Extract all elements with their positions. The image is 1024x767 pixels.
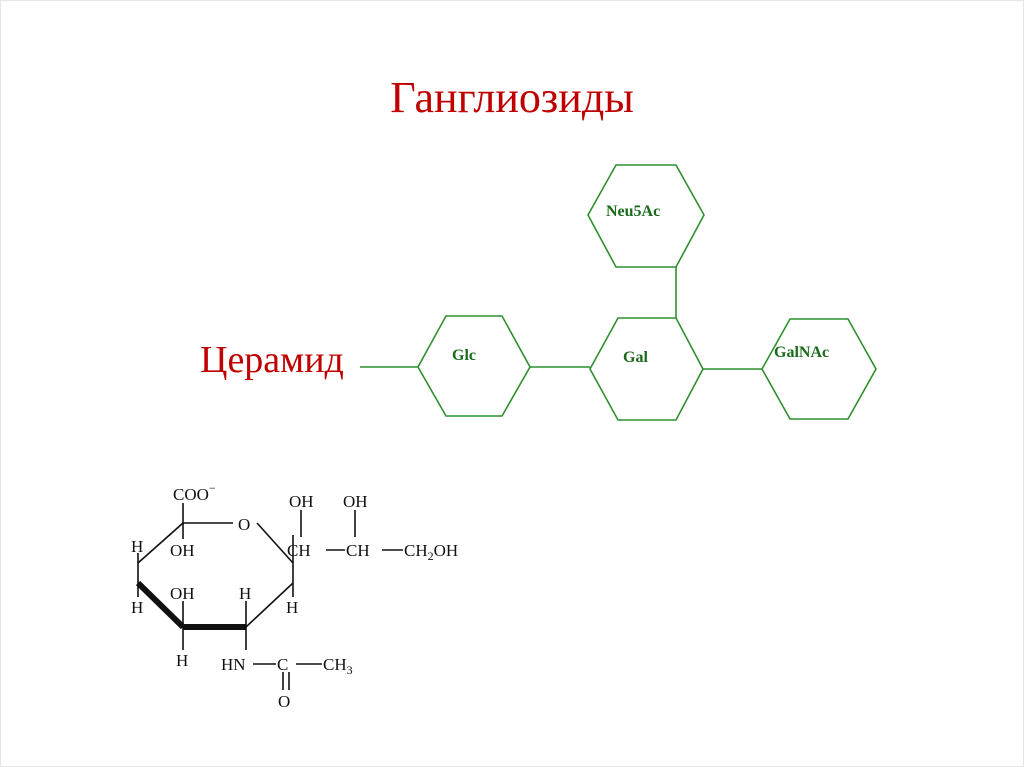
c2-hydroxyl: OH	[170, 541, 195, 560]
c4-hydroxyl: OH	[170, 584, 195, 603]
methyl-group: CH3	[323, 655, 353, 677]
ring-bond-c5-c4	[245, 582, 294, 628]
ring-oxygen: O	[238, 515, 250, 534]
ceramide-label: Церамид	[200, 339, 344, 381]
c3-hydrogen-bottom: H	[131, 598, 143, 617]
c7-ch: CH	[287, 541, 311, 560]
c5-hydrogen: H	[239, 584, 251, 603]
amide-nh: HN	[221, 655, 246, 674]
slide-title: Ганглиозиды	[390, 73, 634, 122]
glc-hexagon	[417, 315, 531, 417]
neu5ac-hexagon	[587, 164, 705, 268]
c8-ch: CH	[346, 541, 370, 560]
acyl-carbon: C	[277, 655, 288, 674]
galnac-hexagon	[761, 318, 877, 420]
c8-hydroxyl: OH	[343, 492, 368, 511]
gal-hexagon	[589, 317, 704, 421]
c3-hydrogen-top: H	[131, 537, 143, 556]
ring-bond-c2b	[137, 522, 184, 564]
c6-hydrogen: H	[286, 598, 298, 617]
carbonyl-oxygen: O	[278, 692, 290, 711]
glc-label: Glc	[452, 347, 476, 364]
gal-label: Gal	[623, 349, 648, 366]
coo-group: COO−	[173, 481, 216, 504]
ring-bond-o-c6	[256, 522, 294, 564]
neu5ac-label: Neu5Ac	[606, 203, 660, 220]
galnac-label: GalNAc	[774, 344, 829, 361]
c4-hydrogen: H	[176, 651, 188, 670]
c9-ch2oh: CH2OH	[404, 541, 458, 563]
ring-bond-c3-c2-bold	[135, 580, 186, 630]
c7-hydroxyl: OH	[289, 492, 314, 511]
